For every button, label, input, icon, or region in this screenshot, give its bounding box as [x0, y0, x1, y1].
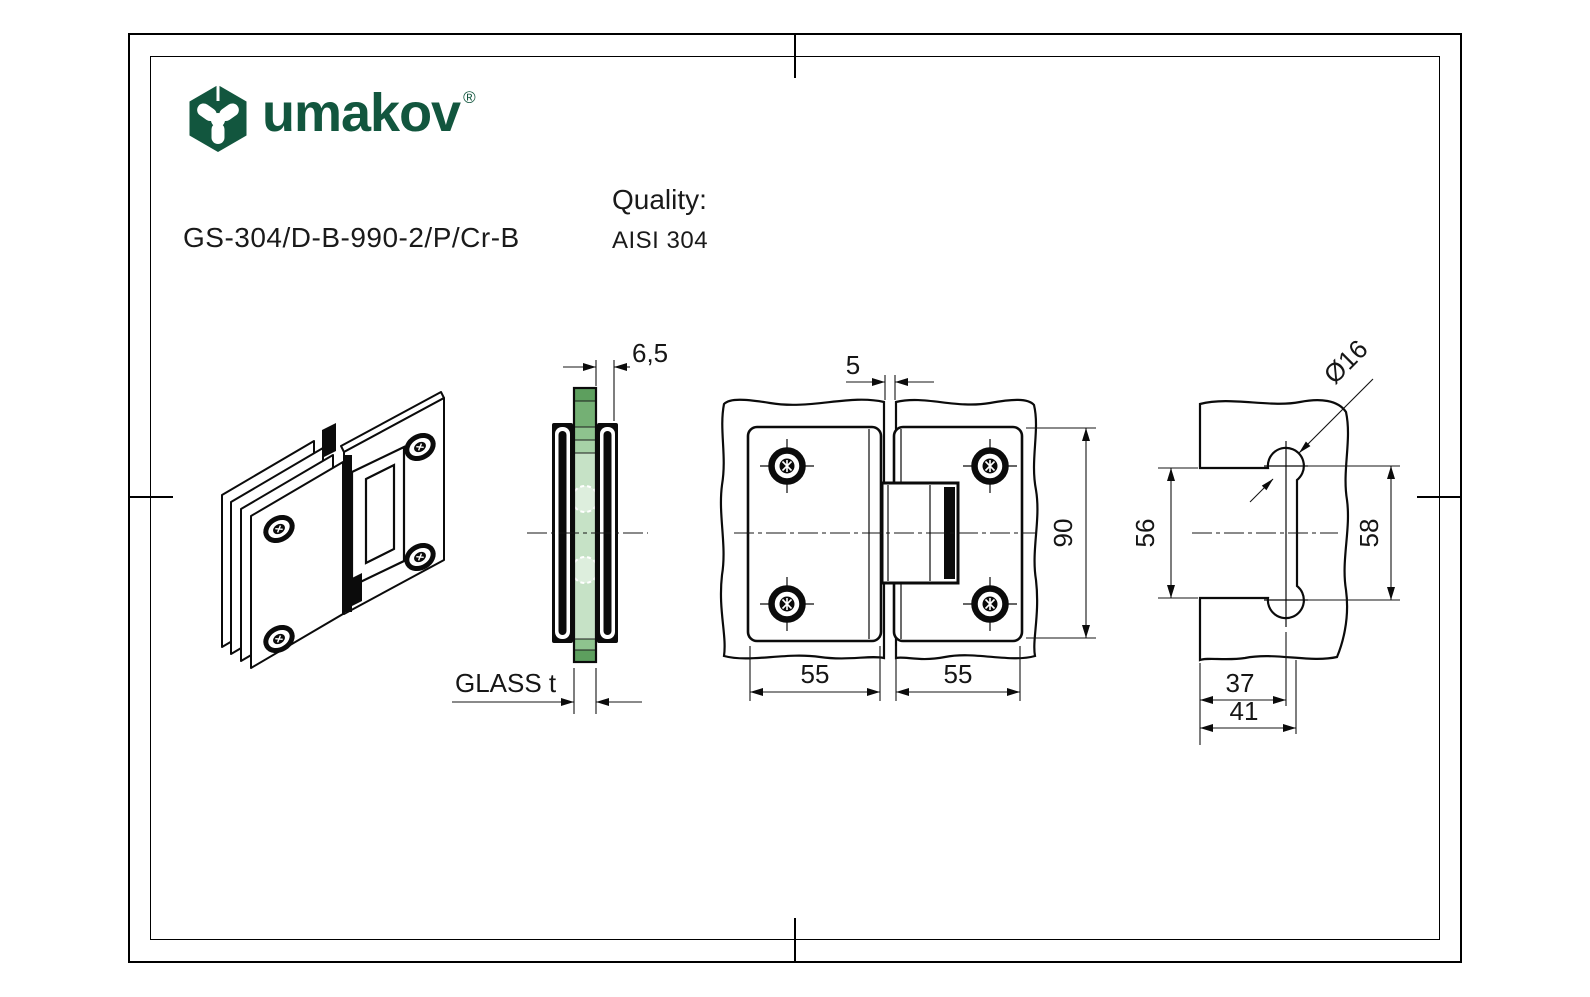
clamp-plates-edge [552, 423, 618, 643]
glass-edge-bar [571, 386, 599, 664]
dim-text-width-right: 55 [944, 659, 973, 689]
tri-arm-cutout [197, 103, 239, 144]
quality-label: Quality: [612, 184, 707, 215]
dim-text-hole-offset: 37 [1226, 668, 1255, 698]
logo [186, 84, 250, 159]
dim-text-gap: 5 [846, 350, 860, 380]
dim-text-hole-spacing: 58 [1354, 519, 1384, 548]
dim-text-cutout-depth: 41 [1230, 696, 1259, 726]
hinge-plate-left [746, 425, 883, 643]
dim-glass-thickness: GLASS t [452, 668, 642, 714]
dim-hole-center-offset: 37 41 [1199, 632, 1297, 745]
dim-text-diameter: Ø16 [1318, 334, 1374, 390]
isometric-view [221, 391, 445, 669]
product-code: GS-304/D-B-990-2/P/Cr-B [183, 222, 520, 253]
glass-cutout-shape [1198, 399, 1350, 662]
centering-mark-top [794, 33, 796, 78]
dim-text-width-left: 55 [801, 659, 830, 689]
centering-mark-left [128, 496, 173, 498]
dim-text-height: 90 [1048, 519, 1078, 548]
hidden-screw-outline [571, 485, 599, 513]
glass-panel-right [894, 398, 1039, 661]
dim-hole-diameter: Ø16 [1249, 334, 1374, 503]
hidden-screw-outline [571, 556, 599, 584]
front-view: 5 90 55 55 [719, 350, 1096, 701]
dim-plate-height: 90 [1026, 427, 1096, 639]
dim-text-cutout-height: 56 [1130, 519, 1160, 548]
quality-value: AISI 304 [612, 227, 709, 254]
dim-offset-6-5: 6,5 [563, 338, 668, 421]
centering-mark-bottom [794, 918, 796, 963]
dim-hole-spacing: 58 [1308, 465, 1400, 601]
hole-pattern-view: Ø16 56 58 [1130, 334, 1400, 745]
dim-cutout-height: 56 [1130, 467, 1198, 599]
dim-glass-gap: 5 [846, 350, 934, 400]
brand-text: umakov [262, 83, 461, 143]
dim-text-glass: GLASS t [455, 668, 557, 698]
registered-mark: ® [463, 88, 475, 107]
glass-panel-left [719, 398, 886, 660]
dim-text-offset: 6,5 [632, 338, 668, 368]
brand-wordmark: umakov® [262, 83, 476, 143]
logo-hexagon-icon [189, 85, 247, 152]
dim-plate-widths: 55 55 [749, 646, 1021, 701]
side-view: 6,5 GLASS t [452, 338, 668, 714]
centering-mark-right [1417, 496, 1462, 498]
hinge-knuckle-3d [322, 423, 406, 612]
